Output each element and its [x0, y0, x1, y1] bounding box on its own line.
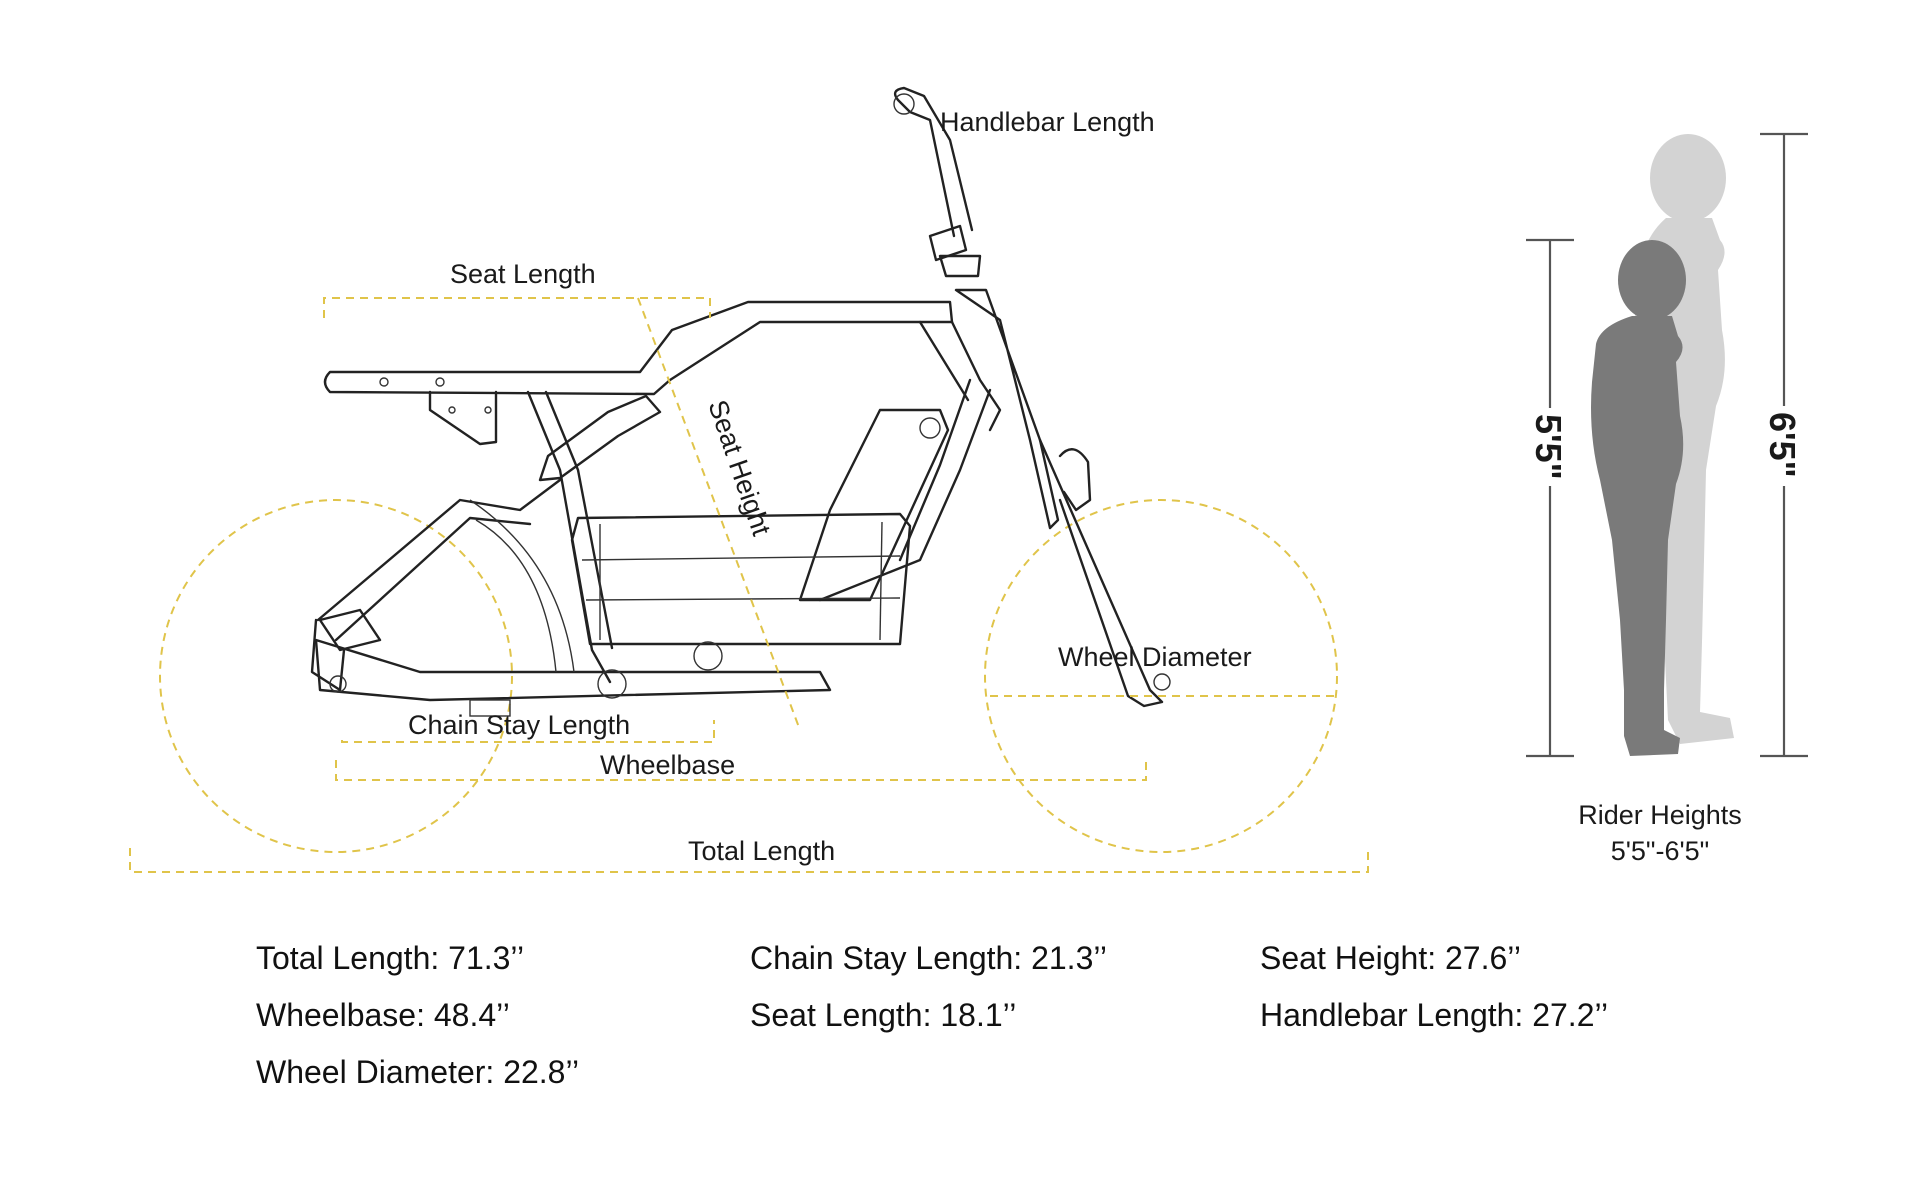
tall-height-label: 6'5" — [1762, 412, 1803, 478]
short-rider-silhouette — [1591, 240, 1686, 756]
total-length-label: Total Length — [688, 836, 835, 866]
short-height-label: 5'5" — [1528, 414, 1569, 480]
chain-stay-length-label: Chain Stay Length — [408, 710, 630, 740]
rear-wheel-outline — [159, 499, 513, 853]
seat-height-label: Seat Height — [702, 396, 776, 540]
wheel-diameter-label: Wheel Diameter — [1058, 642, 1252, 672]
spec-total-length: Total Length: 71.3’’ — [256, 940, 525, 976]
bike-frame — [310, 86, 1171, 717]
spec-handlebar-length: Handlebar Length: 27.2’’ — [1260, 997, 1609, 1033]
dimension-brackets — [129, 297, 1369, 873]
spec-seat-height: Seat Height: 27.6’’ — [1260, 940, 1521, 976]
rider-heights-range: 5'5"-6'5" — [1611, 836, 1710, 866]
front-wheel-outline — [984, 499, 1338, 853]
tall-height-dimension — [1760, 132, 1808, 758]
spec-chain-stay-length: Chain Stay Length: 21.3’’ — [750, 940, 1107, 976]
seat-length-label: Seat Length — [450, 259, 596, 289]
spec-seat-length: Seat Length: 18.1’’ — [750, 997, 1017, 1033]
rider-heights-title: Rider Heights — [1578, 800, 1742, 830]
wheelbase-label: Wheelbase — [600, 750, 735, 780]
short-height-dimension — [1526, 238, 1574, 758]
spec-wheel-diameter: Wheel Diameter: 22.8’’ — [256, 1054, 580, 1090]
handlebar-length-label: Handlebar Length — [940, 107, 1155, 137]
spec-wheelbase: Wheelbase: 48.4’’ — [256, 997, 510, 1033]
